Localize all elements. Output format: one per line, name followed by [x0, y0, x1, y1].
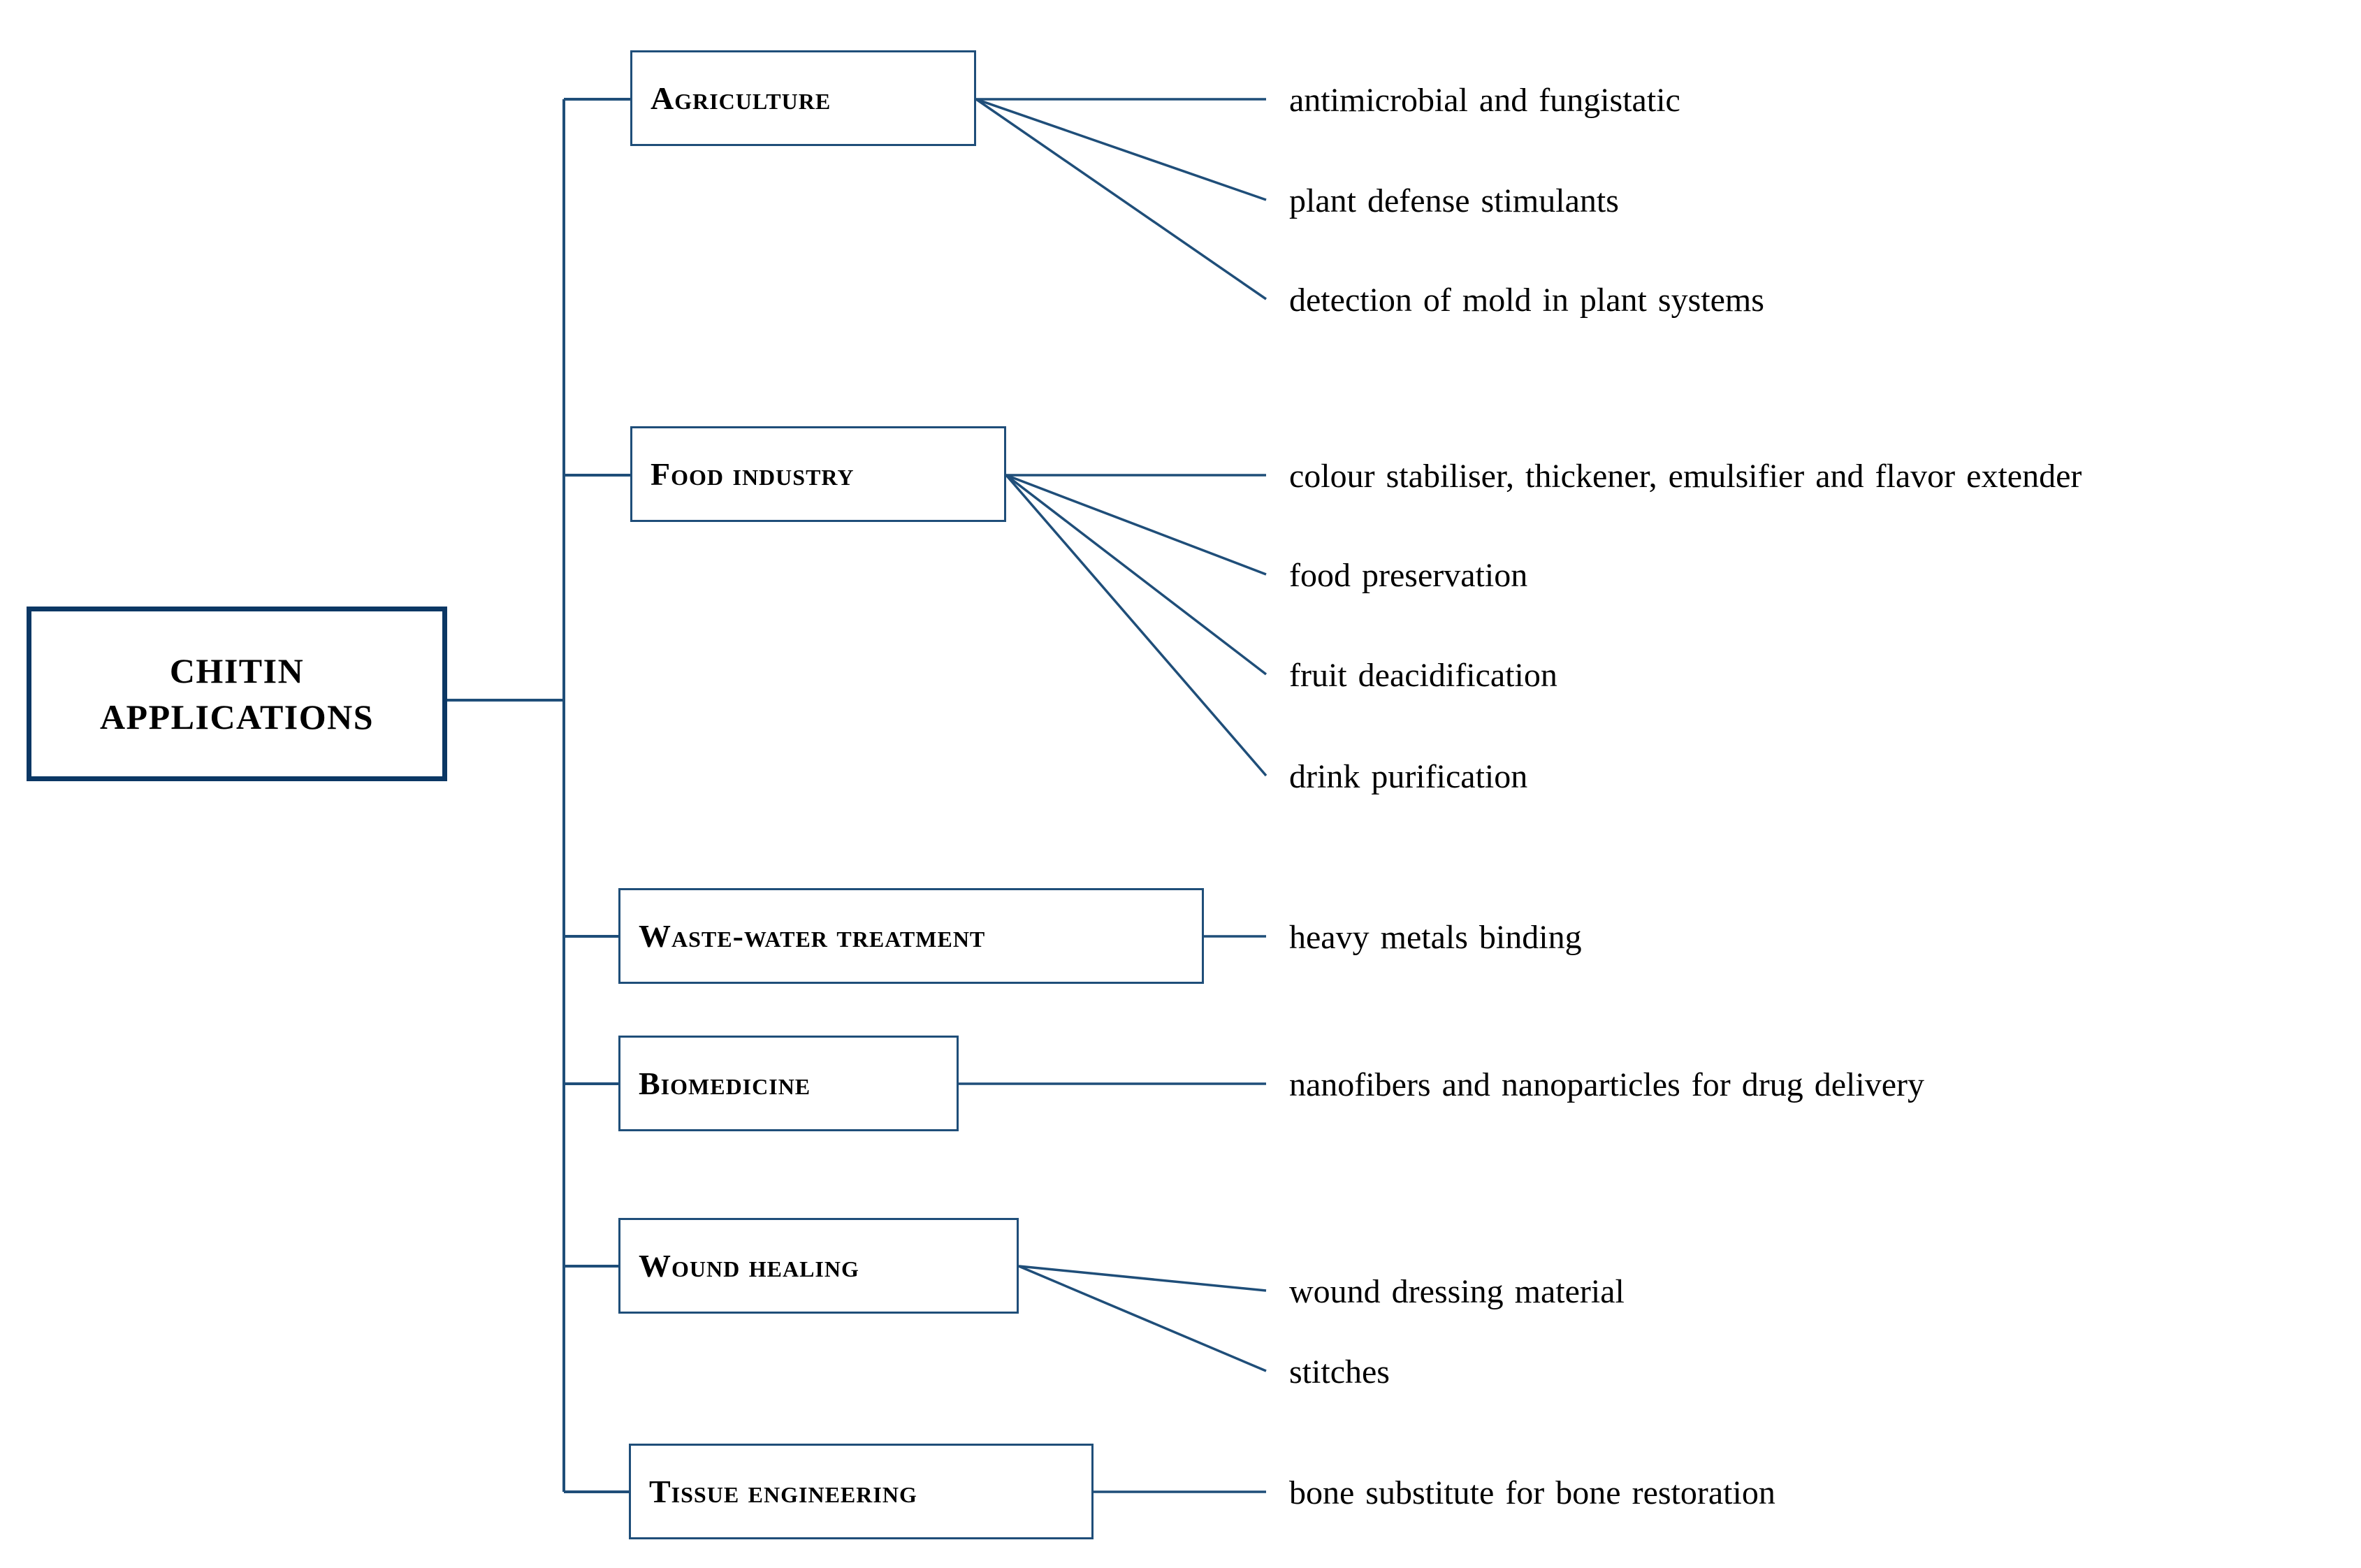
connector-agriculture-leaf-3 — [975, 98, 1267, 300]
leaf-wound-healing-1: wound dressing material — [1289, 1273, 1625, 1310]
category-label-food-industry: Food industry — [651, 456, 855, 492]
category-box-agriculture: Agriculture — [630, 50, 976, 146]
connector-wound-healing-leaf-2 — [1018, 1265, 1267, 1372]
connector-food-industry-leaf-2 — [1005, 474, 1267, 576]
connector-agriculture-leaf-2 — [975, 98, 1267, 201]
category-box-biomedicine: Biomedicine — [618, 1036, 959, 1131]
category-label-tissue-engineering: Tissue engineering — [649, 1473, 917, 1509]
connector-food-industry-leaf-3 — [1005, 474, 1267, 676]
category-box-wound-healing: Wound healing — [618, 1218, 1019, 1314]
leaf-agriculture-3: detection of mold in plant systems — [1289, 282, 1764, 319]
root-node-chitin-applications: CHITIN APPLICATIONS — [27, 607, 447, 781]
root-node-line-2: APPLICATIONS — [99, 697, 375, 736]
leaf-agriculture-1: antimicrobial and fungistatic — [1289, 82, 1680, 119]
leaf-food-industry-1: colour stabiliser, thickener, emulsifier… — [1289, 458, 2082, 495]
category-box-waste-water-treatment: Waste-water treatment — [618, 888, 1204, 984]
leaf-wound-healing-2: stitches — [1289, 1353, 1390, 1391]
leaf-tissue-engineering-1: bone substitute for bone restoration — [1289, 1474, 1775, 1511]
leaf-waste-water-treatment-1: heavy metals binding — [1289, 919, 1582, 956]
leaf-agriculture-2: plant defense stimulants — [1289, 182, 1619, 219]
connector-wound-healing-leaf-1 — [1018, 1265, 1267, 1292]
category-label-wound-healing: Wound healing — [639, 1247, 859, 1284]
leaf-food-industry-4: drink purification — [1289, 758, 1528, 795]
category-label-agriculture: Agriculture — [651, 80, 831, 116]
category-label-waste-water-treatment: Waste-water treatment — [639, 917, 986, 954]
leaf-food-industry-3: fruit deacidification — [1289, 657, 1557, 694]
leaf-biomedicine-1: nanofibers and nanoparticles for drug de… — [1289, 1066, 1925, 1103]
category-label-biomedicine: Biomedicine — [639, 1065, 811, 1101]
root-node-line-1: CHITIN — [169, 651, 305, 690]
category-box-tissue-engineering: Tissue engineering — [629, 1444, 1094, 1539]
category-box-food-industry: Food industry — [630, 426, 1006, 522]
connector-food-industry-leaf-4 — [1005, 474, 1267, 777]
leaf-food-industry-2: food preservation — [1289, 557, 1528, 594]
